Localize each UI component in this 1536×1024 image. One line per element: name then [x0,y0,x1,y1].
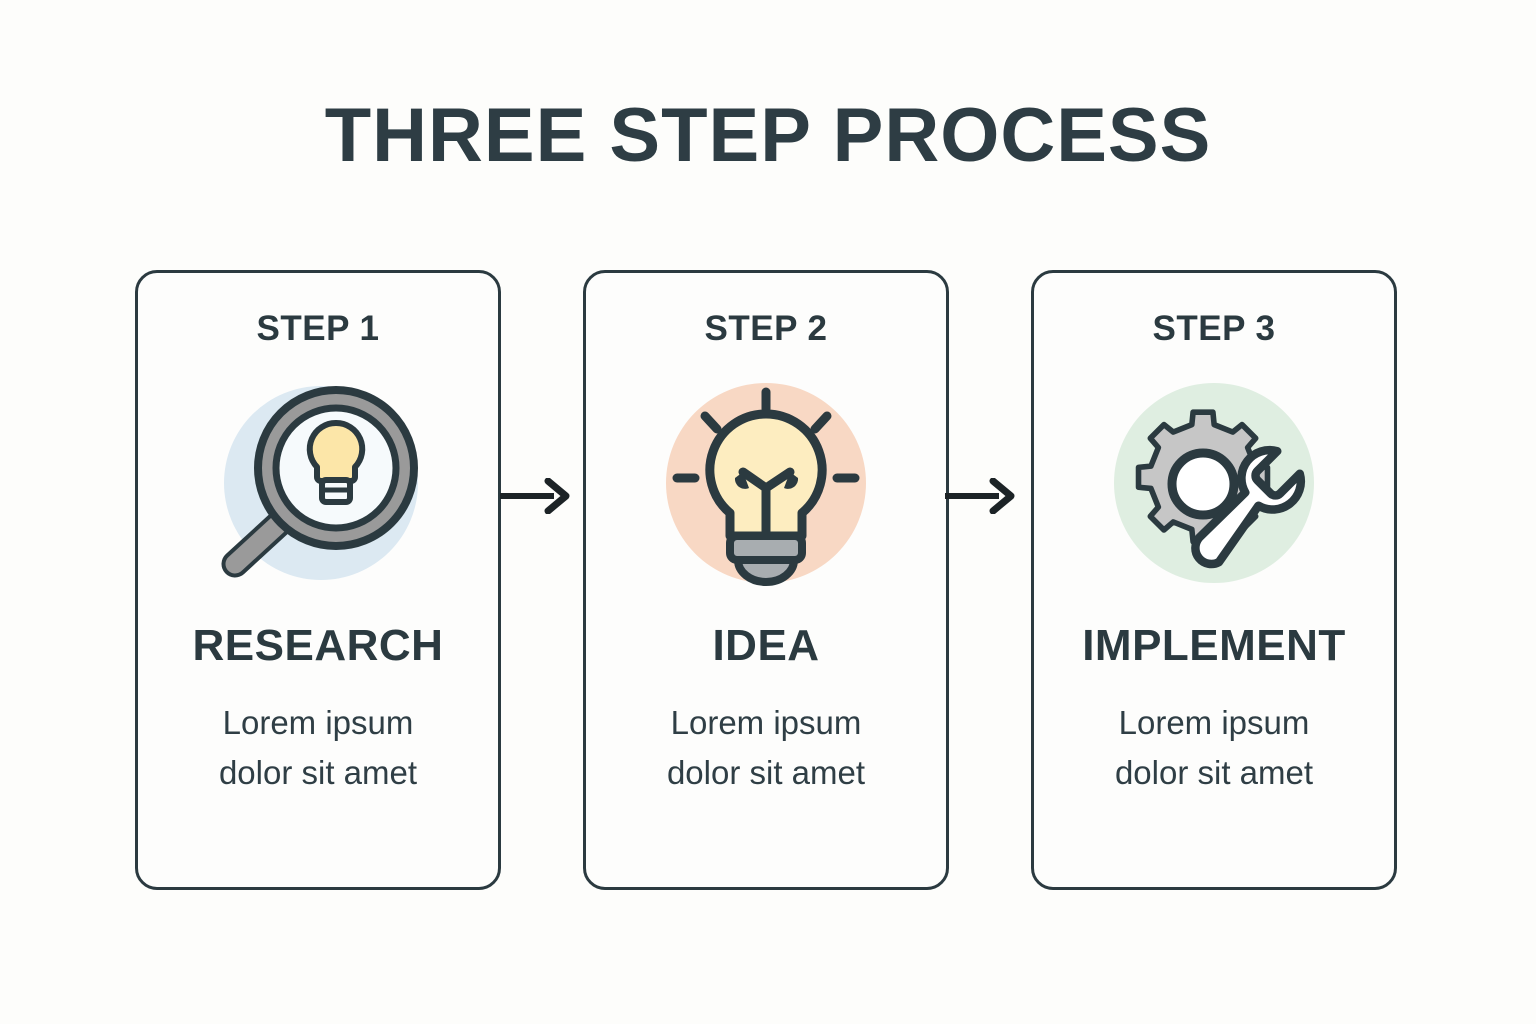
arrow-right-icon-2 [945,477,1025,515]
step-description-1: Lorem ipsum dolor sit amet [218,704,418,792]
step-title-3: IMPLEMENT [1082,621,1346,670]
step-card-1[interactable]: STEP 1 RESEARCH [135,270,501,890]
lightbulb-icon [651,368,881,598]
step-description-2: Lorem ipsum dolor sit amet [666,704,866,792]
magnifier-bulb-icon [203,368,433,598]
step-number-label-2: STEP 2 [704,309,828,348]
steps-row: STEP 1 RESEARCH [135,270,1397,892]
step-title-2: IDEA [712,621,820,670]
step-card-2[interactable]: STEP 2 [583,270,949,890]
gear-wrench-icon [1099,368,1329,598]
step-number-label-1: STEP 1 [256,309,380,348]
step-title-1: RESEARCH [192,621,444,670]
step-card-3[interactable]: STEP 3 IMPLEMENT Lorem ipsum dolo [1031,270,1397,890]
page-title: THREE STEP PROCESS [324,93,1212,178]
step-number-label-3: STEP 3 [1152,309,1276,348]
step-description-3: Lorem ipsum dolor sit amet [1114,704,1314,792]
arrow-right-icon-1 [500,477,580,515]
